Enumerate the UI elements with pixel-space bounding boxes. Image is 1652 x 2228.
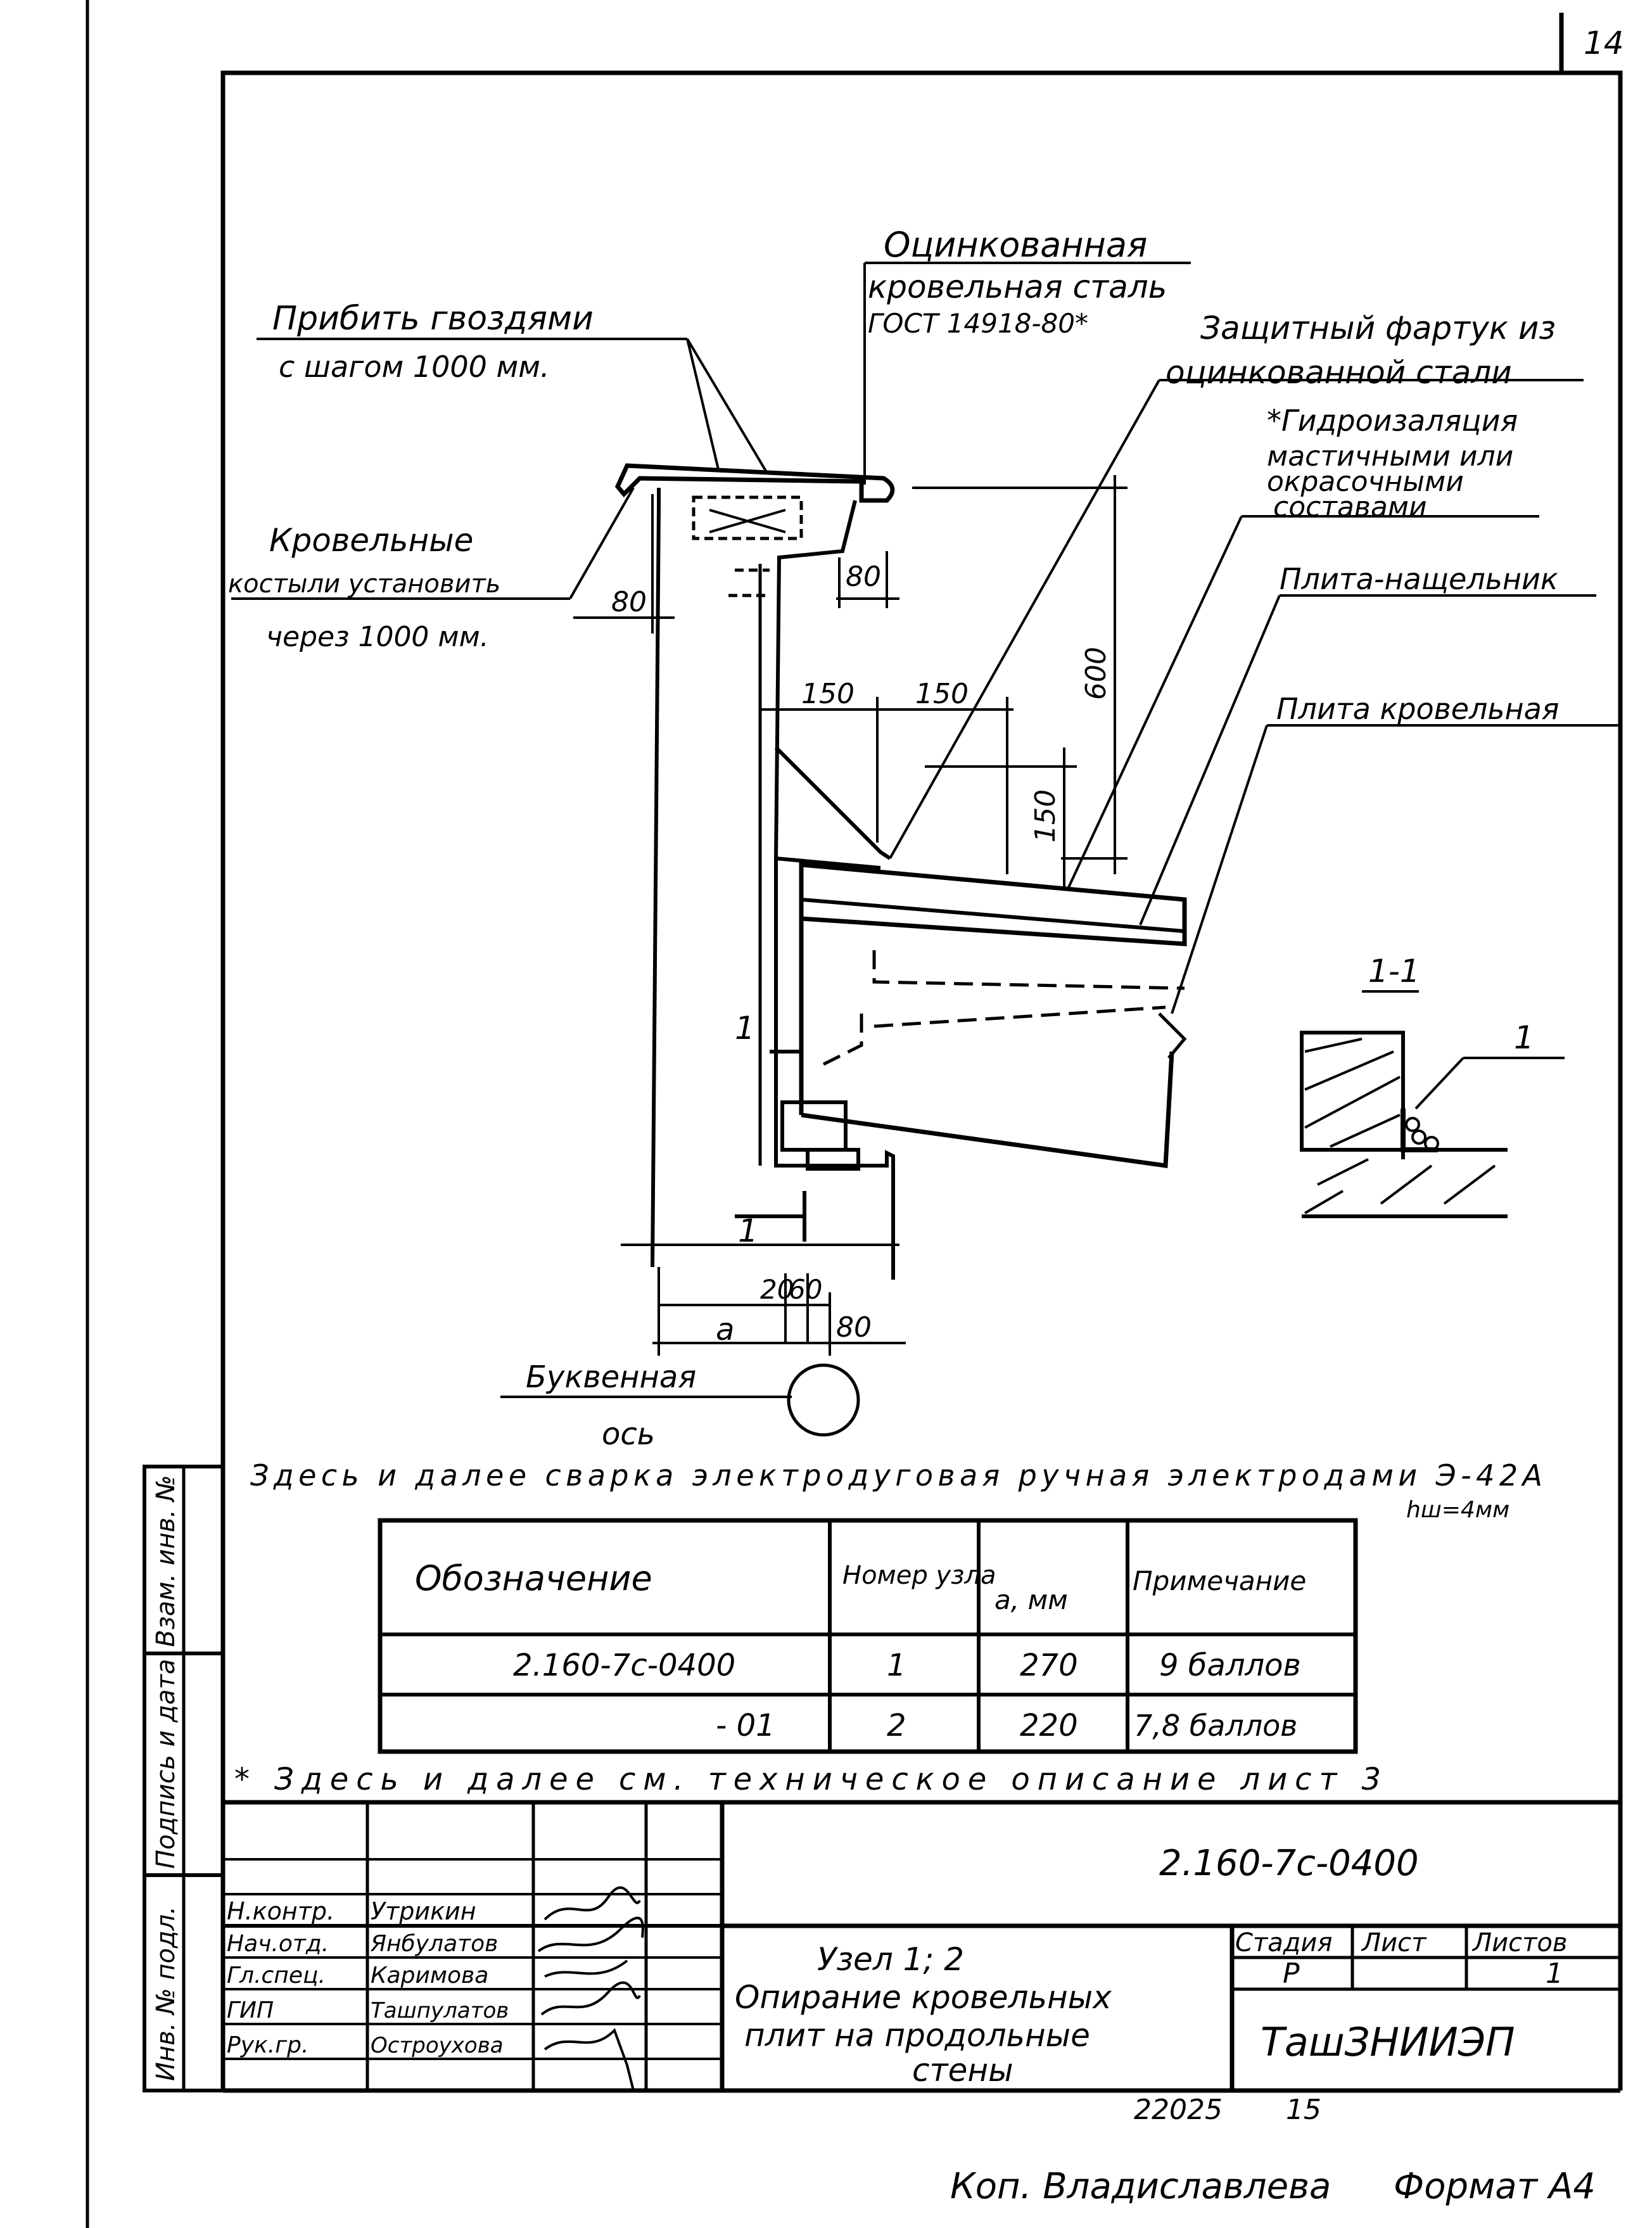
label-waterproof-1: *Гидроизаляция — [1267, 404, 1518, 438]
label-nail-2: с шагом 1000 мм. — [279, 350, 550, 384]
label-galvanized-2: кровельная сталь — [868, 269, 1167, 305]
label-waterproof-2: мастичными или — [1267, 440, 1513, 473]
dim-600: 600 — [1080, 647, 1112, 700]
label-node-mark: 1 — [735, 1010, 755, 1047]
signatures — [537, 1886, 644, 2091]
sheet-frame: 14 — [86, 0, 1624, 2228]
spec-header-node: Номер узла — [842, 1561, 996, 1590]
role-2: Гл.спец. — [227, 1963, 326, 1989]
title-block: 2.160-7с-0400 Узел 1; 2 Опирание кровель… — [223, 1800, 1620, 2091]
spec-cell-r1-designation: 2.160-7с-0400 — [513, 1648, 735, 1683]
sheets-value: 1 — [1546, 1957, 1563, 1990]
note-welding: Здесь и далее сварка электродуговая ручн… — [250, 1458, 1542, 1493]
wood-block — [692, 495, 803, 540]
spec-header-note: Примечание — [1133, 1565, 1306, 1596]
archive-number: 22025 — [1134, 2094, 1223, 2126]
note-weld-leg: hш=4мм — [1406, 1497, 1509, 1523]
dim-20: 20 — [760, 1274, 794, 1305]
label-section-mark: 1 — [1514, 1019, 1534, 1056]
dim-150-a: 150 — [801, 678, 855, 710]
label-dim-a: a — [716, 1312, 734, 1347]
role-0: Н.контр. — [227, 1897, 334, 1925]
name-1: Янбулатов — [370, 1931, 498, 1957]
stage-header: Стадия — [1235, 1928, 1332, 1957]
spec-table: Обозначение Номер узла a, мм Примечание … — [378, 1518, 1358, 1754]
label-section: 1-1 — [1368, 953, 1420, 990]
dim-80-left: 80 — [611, 586, 647, 618]
label-galvanized-3: ГОСТ 14918-80* — [868, 308, 1088, 339]
title-line-4: стены — [912, 2052, 1013, 2089]
role-3: ГИП — [227, 1997, 274, 2023]
spec-header-a: a, мм — [994, 1584, 1068, 1615]
note-tech: * Здесь и далее см. техническое описание… — [234, 1762, 1381, 1797]
label-crutches-1: Кровельные — [269, 522, 473, 559]
sheet-number: 14 — [1584, 25, 1624, 61]
side-vzam: Взам. инв. № — [151, 1475, 181, 1647]
stage-value: Р — [1283, 1957, 1300, 1990]
archive-sheet: 15 — [1286, 2094, 1321, 2126]
format: Формат А4 — [1394, 2166, 1596, 2207]
node-drawing — [231, 262, 1618, 1437]
label-waterproof-4: составами — [1273, 491, 1427, 523]
dim-80-top: 80 — [846, 561, 881, 593]
spec-cell-r2-designation: - 01 — [716, 1708, 775, 1743]
apron — [774, 746, 891, 860]
name-2: Каримова — [371, 1963, 488, 1989]
title-code: 2.160-7с-0400 — [1159, 1843, 1419, 1884]
label-apron-2: оцинкованной стали — [1166, 354, 1512, 391]
footer: 22025 15 Коп. Владиславлева Формат А4 — [950, 2094, 1596, 2207]
label-waterproof-3: окрасочными — [1267, 466, 1464, 498]
side-podpis: Подпись и дата — [151, 1659, 181, 1869]
label-crutches-3: через 1000 мм. — [266, 621, 489, 653]
dim-80-bottom: 80 — [836, 1311, 872, 1344]
role-1: Нач.отд. — [227, 1931, 329, 1957]
dim-150-c: 150 — [1029, 789, 1062, 843]
spec-cell-r1-a: 270 — [1020, 1648, 1078, 1683]
sheet-header: Лист — [1361, 1928, 1427, 1957]
name-4: Остроухова — [371, 2033, 504, 2058]
parapet-wall — [651, 488, 661, 1268]
label-roof-slab: Плита кровельная — [1276, 692, 1559, 726]
title-line-2: Опирание кровельных — [735, 1979, 1112, 2016]
dim-60: 60 — [789, 1274, 822, 1305]
dimension-lines — [573, 475, 1128, 1356]
axis-bubble — [787, 1363, 860, 1437]
label-axis-1: Буквенная — [526, 1359, 696, 1395]
title-line-3: плит на продольные — [744, 2017, 1090, 2054]
spec-header-designation: Обозначение — [415, 1558, 652, 1598]
dim-150-b: 150 — [915, 678, 969, 710]
spec-cell-r2-note: 7,8 баллов — [1134, 1709, 1297, 1743]
section-1-1 — [1300, 990, 1565, 1218]
label-apron-1: Защитный фартук из — [1200, 310, 1556, 347]
spec-cell-r2-node: 2 — [887, 1708, 906, 1743]
sheets-header: Листов — [1471, 1928, 1567, 1957]
spec-cell-r1-node: 1 — [887, 1648, 906, 1683]
label-crutches-2: костыли установить — [228, 570, 500, 599]
role-4: Рук.гр. — [227, 2032, 308, 2058]
title-line-1: Узел 1; 2 — [817, 1941, 964, 1978]
name-3: Ташпулатов — [371, 1998, 509, 2023]
label-axis-2: ось — [602, 1416, 655, 1452]
label-galvanized-1: Оцинкованная — [884, 225, 1147, 265]
side-inv: Инв. № подл. — [151, 1906, 181, 2081]
name-0: Утрикин — [371, 1897, 476, 1925]
label-cover-slab: Плита-нащельник — [1280, 562, 1558, 596]
label-nail-1: Прибить гвоздями — [272, 300, 594, 338]
copied-by: Коп. Владиславлева — [950, 2166, 1331, 2207]
leader-lines — [231, 262, 1618, 1398]
support-bracket — [780, 1100, 848, 1152]
drawing-labels: Оцинкованная кровельная сталь ГОСТ 14918… — [228, 225, 1559, 1452]
side-stamp: Взам. инв. № Подпись и дата Инв. № подл. — [143, 1465, 225, 2092]
notes: Здесь и далее сварка электродуговая ручн… — [234, 1458, 1542, 1797]
spec-cell-r1-note: 9 баллов — [1159, 1648, 1301, 1683]
label-section-mark-bottom: 1 — [738, 1213, 758, 1249]
org-name: ТашЗНИИЭП — [1261, 2019, 1515, 2065]
parapet-cap — [614, 463, 895, 503]
spec-cell-r2-a: 220 — [1020, 1708, 1078, 1743]
